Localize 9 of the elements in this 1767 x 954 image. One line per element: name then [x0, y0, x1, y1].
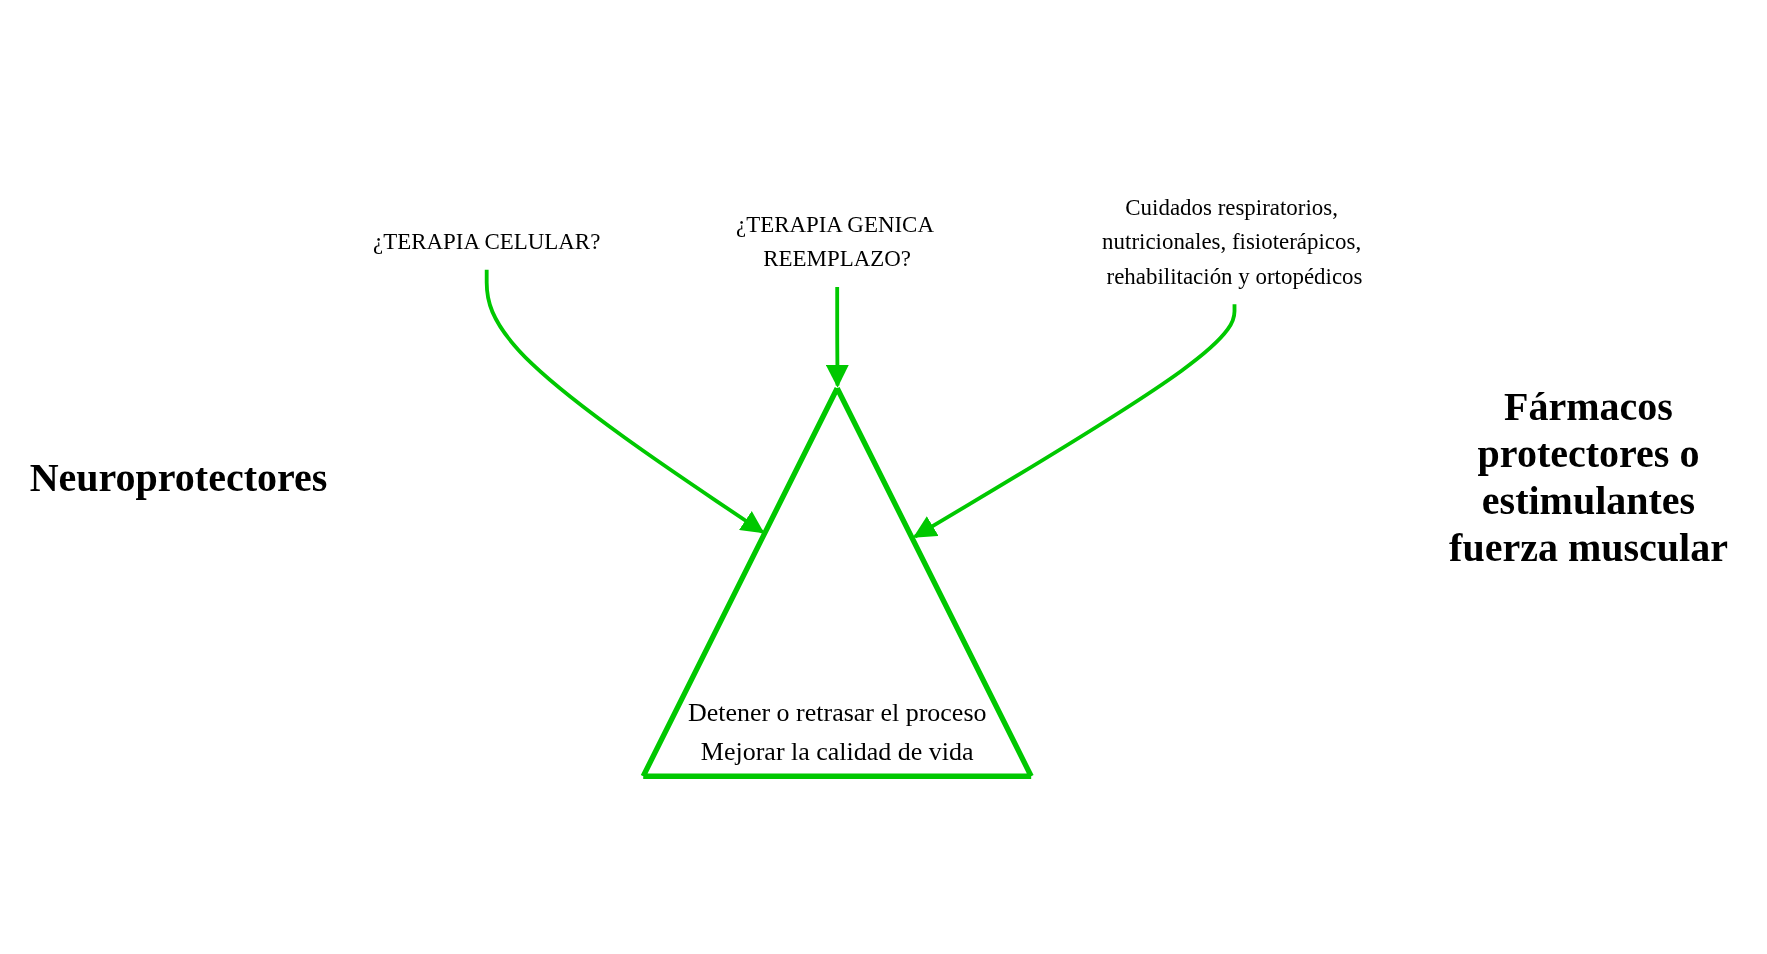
node-text: Detener o retrasar el proceso Mejorar la calidad de vida [687, 697, 986, 765]
arrow [825, 286, 849, 388]
node-text: Cuidados respiratorios, nutricionales, fisioterápicos, rehabilitación y ortopédicos [1101, 193, 1362, 288]
side-label: Fármacos protectores o estimulantes fuerza muscular [1448, 383, 1729, 571]
arrow [912, 304, 1236, 539]
arrow [484, 269, 764, 534]
node-text: ¿TERAPIA GENICA REEMPLAZO? [735, 211, 933, 271]
side-label: Neuroprotectores [28, 453, 329, 501]
node-text: ¿TERAPIA CELULAR? [372, 228, 600, 254]
